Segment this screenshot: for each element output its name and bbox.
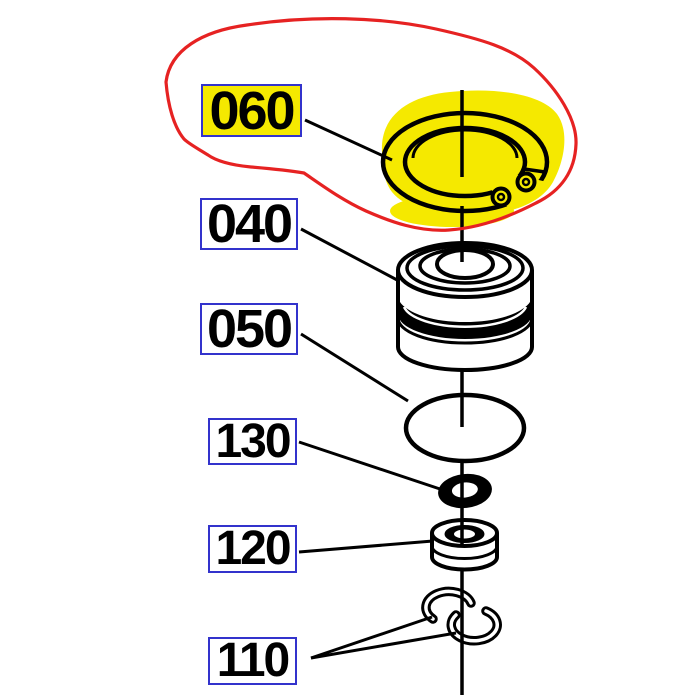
- leader-050: [300, 332, 409, 403]
- part-label-120[interactable]: 120: [208, 525, 297, 573]
- leader-110-b: [310, 631, 457, 660]
- leader-120: [298, 539, 434, 554]
- leader-130: [298, 440, 441, 491]
- part-label-050[interactable]: 050: [200, 302, 298, 356]
- bearing-figure: [396, 241, 534, 372]
- leader-110-a: [310, 615, 433, 660]
- part-label-040[interactable]: 040: [200, 197, 298, 251]
- yellow-highlight: [381, 90, 565, 227]
- half-clip-figure: [421, 586, 476, 624]
- collar-figure: [430, 518, 499, 572]
- red-annotation-loop: [164, 16, 578, 232]
- part-label-060[interactable]: 060: [201, 84, 302, 138]
- o-ring-figure: [403, 392, 527, 464]
- leader-lines: [298, 118, 457, 660]
- half-clip-figure: [446, 606, 502, 646]
- part-label-130[interactable]: 130: [208, 417, 297, 465]
- leader-060: [304, 118, 393, 162]
- leader-040: [300, 227, 400, 283]
- washer-figure: [438, 473, 492, 509]
- part-label-110[interactable]: 110: [208, 637, 297, 685]
